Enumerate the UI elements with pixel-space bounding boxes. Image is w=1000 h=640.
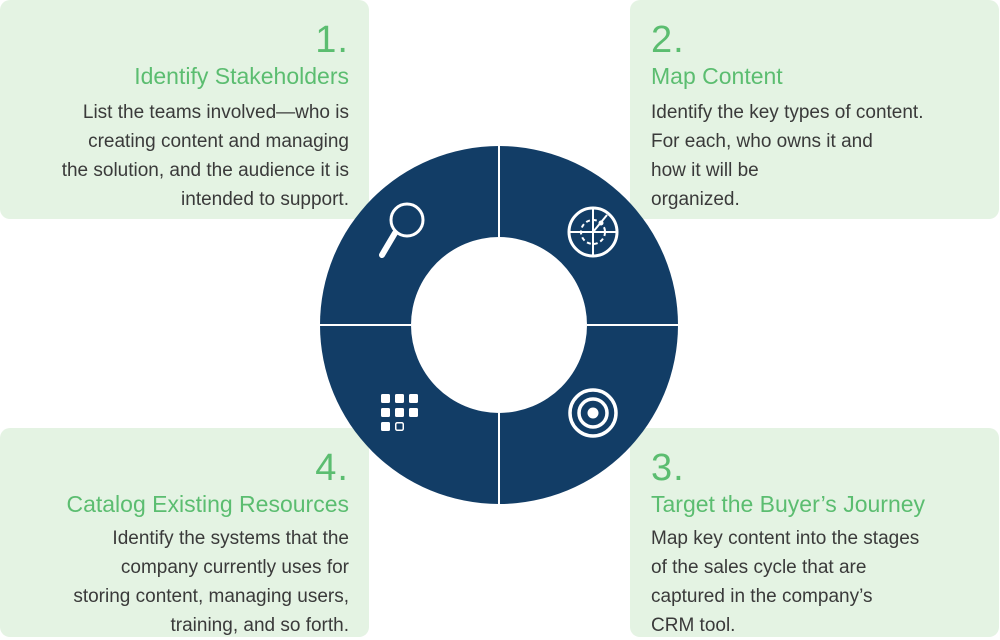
step-3-description: Map key content into the stages of the s… [651,524,981,640]
step-4-line: Identify the systems that the [112,528,349,549]
grid-icon [381,394,418,431]
step-4-number: 4. [315,447,349,489]
step-3-number: 3. [651,447,685,489]
step-2-line: how it will be [651,160,759,181]
step-3-title: Target the Buyer’s Journey [651,491,926,517]
step-1-card: 1. Identify Stakeholders List the teams … [0,0,369,219]
step-2-line: organized. [651,189,740,210]
step-3-line: Map key content into the stages [651,528,920,549]
step-1-line: the solution, and the audience it is [61,160,349,181]
step-2-description: Identify the key types of content. For e… [651,98,981,214]
target-icon [568,388,618,438]
step-1-number: 1. [315,19,349,61]
step-3-line: captured in the company’s [651,586,873,607]
step-4-title: Catalog Existing Resources [66,491,349,517]
step-1-line: intended to support. [181,189,349,210]
step-4-card: 4. Catalog Existing Resources Identify t… [0,428,369,637]
step-4-description: Identify the systems that the company cu… [18,524,349,640]
step-3-card: 3. Target the Buyer’s Journey Map key co… [630,428,999,637]
magnifier-icon [379,202,425,258]
step-2-card: 2. Map Content Identify the key types of… [630,0,999,219]
step-4-line: storing content, managing users, [73,586,349,607]
step-4-line: training, and so forth. [170,615,350,636]
step-4-line: company currently uses for [120,557,349,578]
step-2-number: 2. [651,19,685,61]
step-1-line: creating content and managing [88,131,349,152]
step-3-line: of the sales cycle that are [651,557,867,578]
step-2-line: Identify the key types of content. [651,102,924,123]
step-1-description: List the teams involved—who is creating … [18,98,349,214]
radar-icon [567,206,619,258]
ring-segments [319,145,679,505]
step-1-line: List the teams involved—who is [82,102,349,123]
process-ring [319,145,679,505]
step-3-line: CRM tool. [651,615,736,636]
step-2-line: For each, who owns it and [651,131,873,152]
step-2-title: Map Content [651,63,783,89]
ring-hole [411,237,587,413]
step-1-title: Identify Stakeholders [134,63,349,89]
